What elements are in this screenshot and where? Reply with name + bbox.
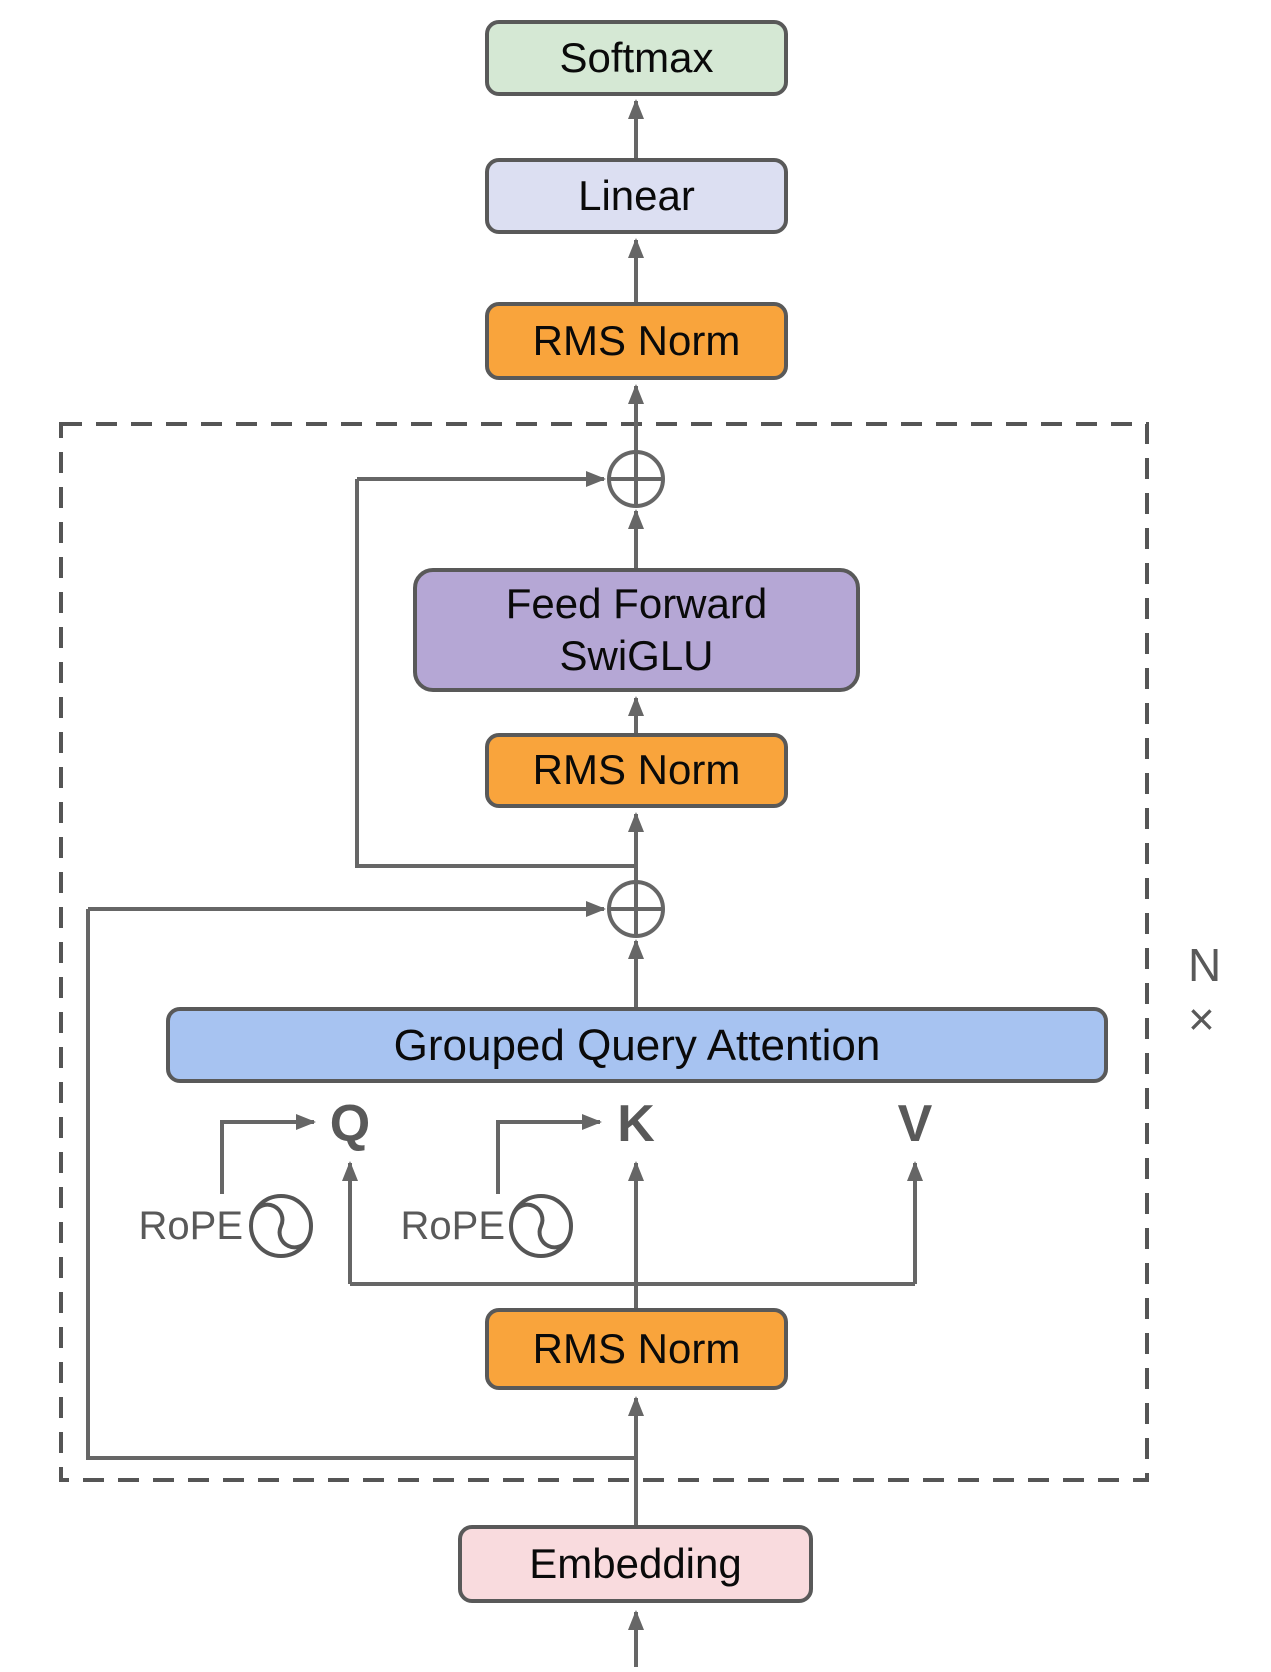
arrow-rope-to-q (220, 1114, 316, 1194)
embedding-node: Embedding (458, 1525, 813, 1603)
feed-forward-line1: Feed Forward (505, 579, 768, 627)
rms-norm-mid-node: RMS Norm (485, 733, 788, 808)
rms-norm-bottom-node: RMS Norm (485, 1308, 788, 1390)
rope-k-label: RoPE (400, 1204, 506, 1248)
repeat-block-dashed-border (59, 422, 1149, 1482)
attention-skip-branch (86, 909, 636, 1460)
feed-forward-swiglu-node: Feed Forward SwiGLU (413, 568, 860, 692)
flow-arrows (86, 99, 923, 1667)
key-label: K (617, 1095, 655, 1153)
query-label: Q (329, 1095, 371, 1153)
linear-node: Linear (485, 158, 788, 234)
grouped-query-attention-node: Grouped Query Attention (166, 1007, 1108, 1083)
feed-forward-line2: SwiGLU (559, 632, 714, 679)
rope-q-label: RoPE (138, 1204, 244, 1248)
arrow-rope-to-k (496, 1114, 602, 1194)
softmax-node: Softmax (485, 20, 788, 96)
add-circle-icon-ffn (607, 450, 665, 508)
add-circle-icon-attention (607, 880, 665, 938)
repeat-count-label: N × (1188, 939, 1228, 1045)
ffn-skip-branch (355, 479, 636, 868)
sine-wave-circle-icon-rope-q (249, 1194, 313, 1258)
sine-wave-circle-icon-rope-k (509, 1194, 573, 1258)
rms-norm-top-node: RMS Norm (485, 302, 788, 380)
value-label: V (897, 1095, 933, 1153)
